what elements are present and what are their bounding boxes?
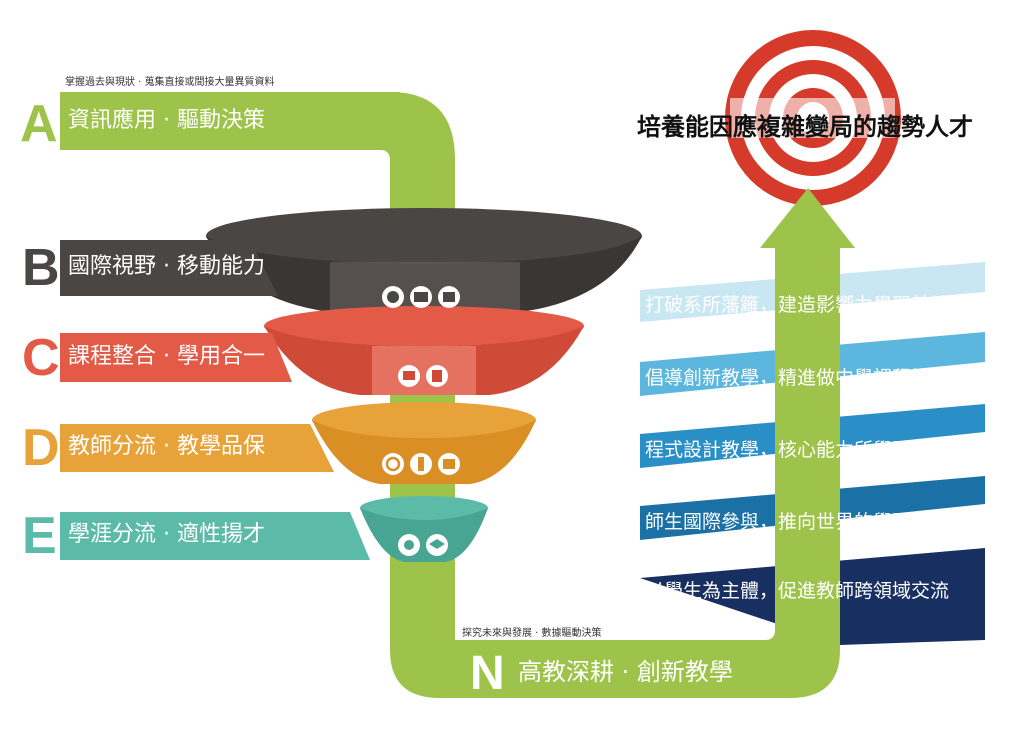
outcome-1: 打破系所藩籬，建造影響力學習基地 bbox=[645, 294, 950, 316]
stage-letter-e: E bbox=[22, 507, 57, 565]
teacher-icon bbox=[410, 453, 432, 475]
stage-label-b: 國際視野 · 移動能力 bbox=[68, 254, 265, 279]
funnel bbox=[206, 208, 642, 562]
goal-title: 培養能因應複雜變局的趨勢人才 bbox=[637, 113, 973, 141]
museum-icon bbox=[410, 286, 432, 308]
stage-icons bbox=[382, 286, 460, 556]
outcome-5: 以學生為主體，促進教師跨領域交流 bbox=[645, 580, 950, 602]
stage-label-a: 資訊應用 · 驅動決策 bbox=[68, 108, 265, 133]
graduation-cap-icon bbox=[426, 534, 448, 556]
top-note: 掌握過去與現狀 · 蒐集直接或間接大量異質資料 bbox=[65, 77, 275, 88]
stage-label-n: 高教深耕 · 創新教學 bbox=[518, 658, 733, 686]
target-icon bbox=[725, 30, 901, 206]
stage-letter-c: C bbox=[22, 329, 60, 387]
stage-bars bbox=[60, 240, 370, 560]
document-icon bbox=[426, 365, 448, 387]
certificate-icon bbox=[438, 453, 460, 475]
bottom-note: 探究未來與發展 · 數據驅動決策 bbox=[462, 628, 602, 639]
passport-icon bbox=[438, 286, 460, 308]
presentation-icon bbox=[398, 365, 420, 387]
stage-label-d: 教師分流 · 教學品保 bbox=[68, 434, 265, 459]
career-path-icon bbox=[398, 534, 420, 556]
stage-letter-a: A bbox=[20, 95, 58, 153]
stage-label-e: 學涯分流 · 適性揚才 bbox=[68, 522, 265, 547]
outcome-3: 程式設計教學，核心能力所學即所用 bbox=[645, 439, 950, 461]
stage-letter-n: N bbox=[470, 647, 505, 700]
outcome-2: 倡導創新教學，精進做中學課程設計 bbox=[645, 367, 950, 389]
cycle-icon bbox=[382, 453, 404, 475]
stage-letter-b: B bbox=[22, 239, 60, 297]
globe-icon bbox=[382, 286, 404, 308]
stage-label-c: 課程整合 · 學用合一 bbox=[68, 344, 265, 369]
outcome-4: 師生國際參與，推向世界的學習舞台 bbox=[645, 511, 950, 533]
stage-letter-d: D bbox=[22, 419, 60, 477]
